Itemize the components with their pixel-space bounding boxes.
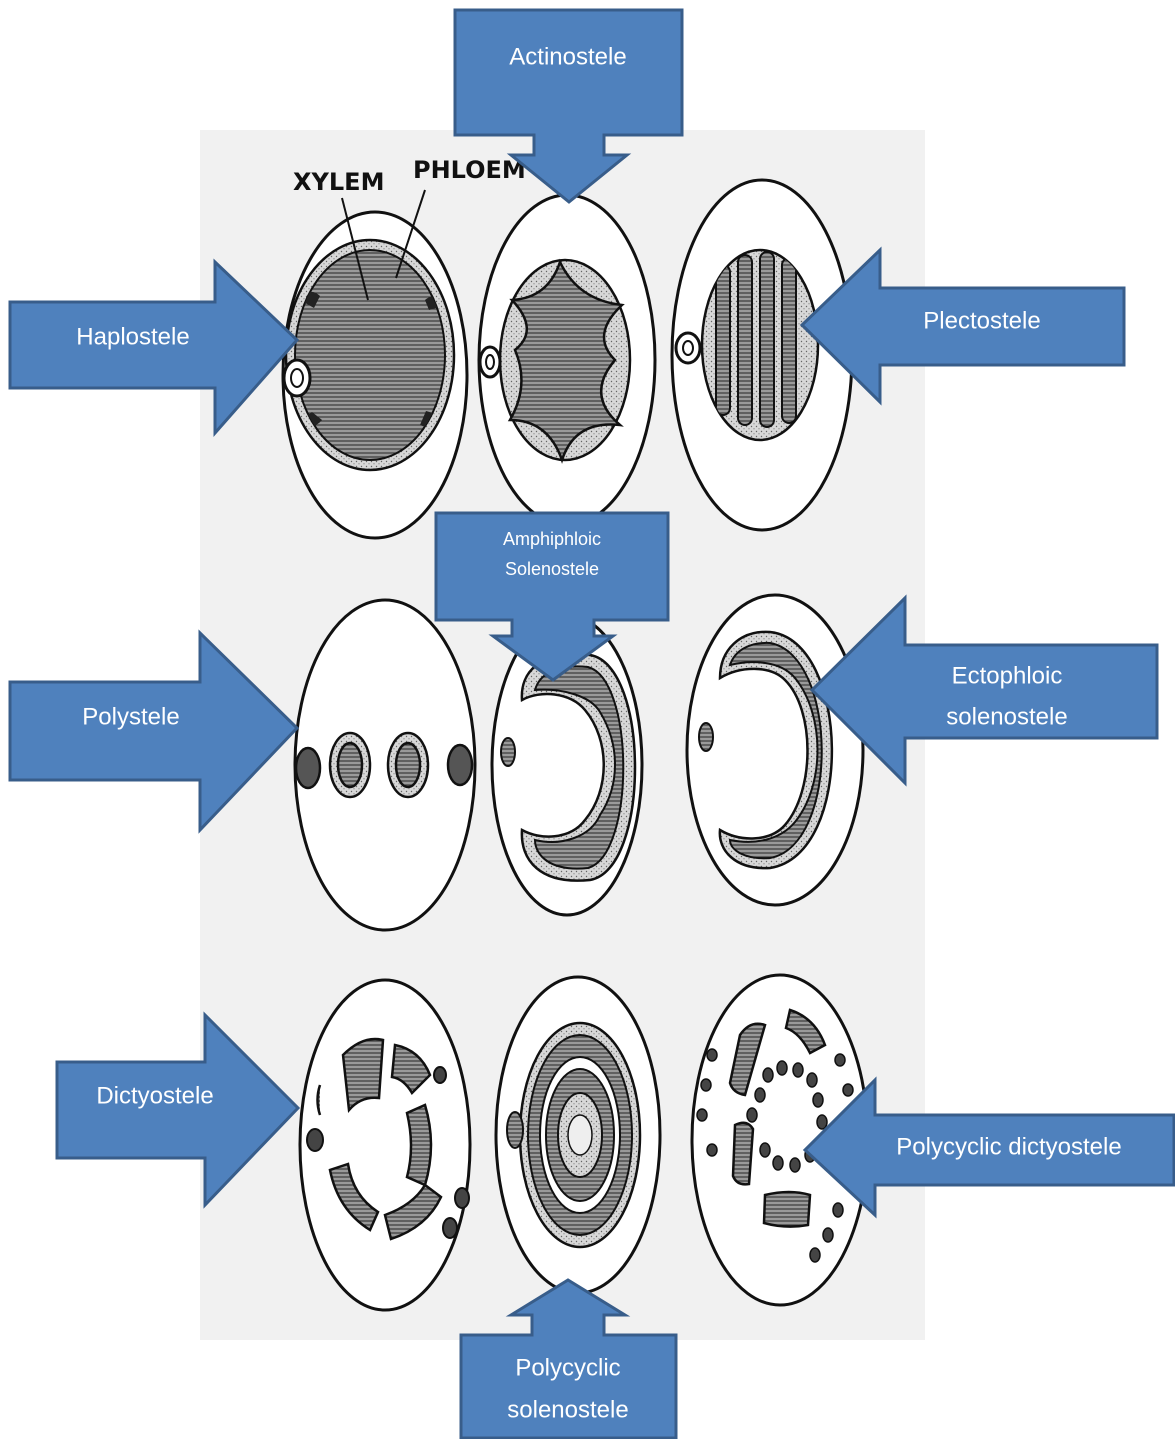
callout-amphiphloic-label-line1: Amphiphloic bbox=[503, 529, 601, 549]
callout-polycyclic-dictyostele-label: Polycyclic dictyostele bbox=[896, 1133, 1121, 1160]
callout-polycyclic-solenostele-label-line2: solenostele bbox=[507, 1396, 628, 1423]
callout-haplostele-label: Haplostele bbox=[76, 323, 189, 350]
callout-amphiphloic-label-line2: Solenostele bbox=[505, 559, 599, 579]
callout-polystele-label: Polystele bbox=[82, 703, 179, 730]
polycyclic-solenostele-figure bbox=[496, 977, 660, 1293]
svg-text:PHLOEM: PHLOEM bbox=[413, 156, 526, 184]
callout-polycyclic-dictyostele: Polycyclic dictyostele bbox=[805, 1080, 1174, 1215]
callout-dictyostele-label: Dictyostele bbox=[96, 1082, 213, 1109]
dictyostele-figure bbox=[300, 980, 470, 1310]
ectophloic-solenostele-figure bbox=[687, 595, 863, 905]
callout-plectostele-label: Plectostele bbox=[923, 307, 1040, 334]
svg-text:XYLEM: XYLEM bbox=[293, 168, 384, 196]
callout-ectophloic-label-line1: Ectophloic bbox=[952, 662, 1063, 689]
actinostele-figure bbox=[479, 195, 655, 525]
plectostele-figure bbox=[672, 180, 852, 530]
callout-actinostele-label: Actinostele bbox=[509, 43, 626, 70]
polystele-figure bbox=[295, 600, 475, 930]
callout-ectophloic-label-line2: solenostele bbox=[946, 703, 1067, 730]
callout-polycyclic-solenostele-label-line1: Polycyclic bbox=[515, 1354, 620, 1381]
haplostele-figure bbox=[283, 212, 467, 538]
